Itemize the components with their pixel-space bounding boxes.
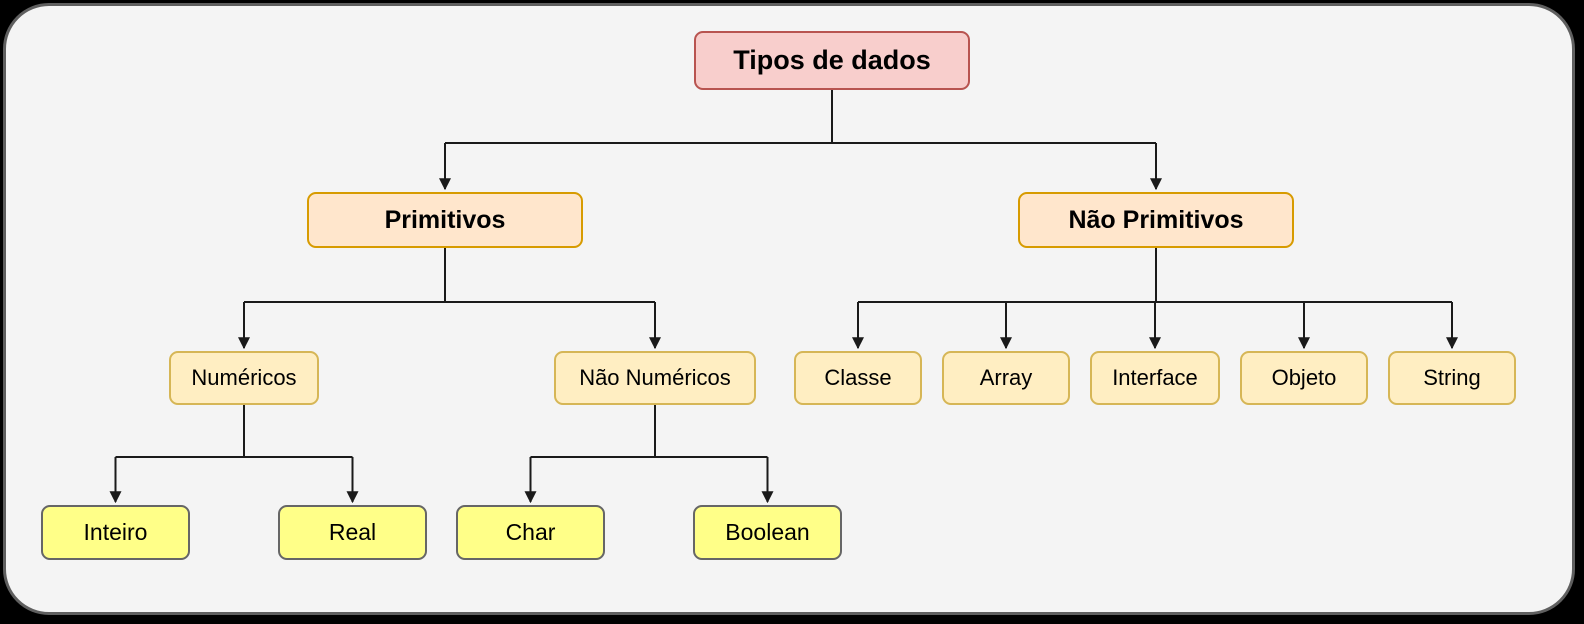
node-label-classe: Classe [824,365,892,390]
node-label-nao-primitivos: Não Primitivos [1068,205,1244,234]
node-label-array: Array [979,365,1033,390]
node-label-nao-numericos: Não Numéricos [579,365,731,390]
node-boolean[interactable]: Boolean [693,505,842,560]
node-label-real: Real [328,519,377,545]
node-label-char: Char [505,519,556,545]
node-label-objeto: Objeto [1271,365,1337,390]
node-array[interactable]: Array [942,351,1070,405]
node-label-interface: Interface [1112,365,1198,390]
node-objeto[interactable]: Objeto [1240,351,1368,405]
node-label-boolean: Boolean [725,519,810,545]
node-classe[interactable]: Classe [794,351,922,405]
node-string[interactable]: String [1388,351,1516,405]
node-real[interactable]: Real [278,505,427,560]
node-primitivos[interactable]: Primitivos [307,192,583,248]
node-numericos[interactable]: Numéricos [169,351,319,405]
node-label-root: Tipos de dados [733,45,931,75]
node-nao-numericos[interactable]: Não Numéricos [554,351,756,405]
node-label-inteiro: Inteiro [83,519,148,545]
node-interface[interactable]: Interface [1090,351,1220,405]
node-label-numericos: Numéricos [191,365,297,390]
node-label-string: String [1423,365,1481,390]
node-char[interactable]: Char [456,505,605,560]
node-nao-primitivos[interactable]: Não Primitivos [1018,192,1294,248]
node-inteiro[interactable]: Inteiro [41,505,190,560]
node-root[interactable]: Tipos de dados [694,31,970,90]
node-label-primitivos: Primitivos [384,205,506,234]
